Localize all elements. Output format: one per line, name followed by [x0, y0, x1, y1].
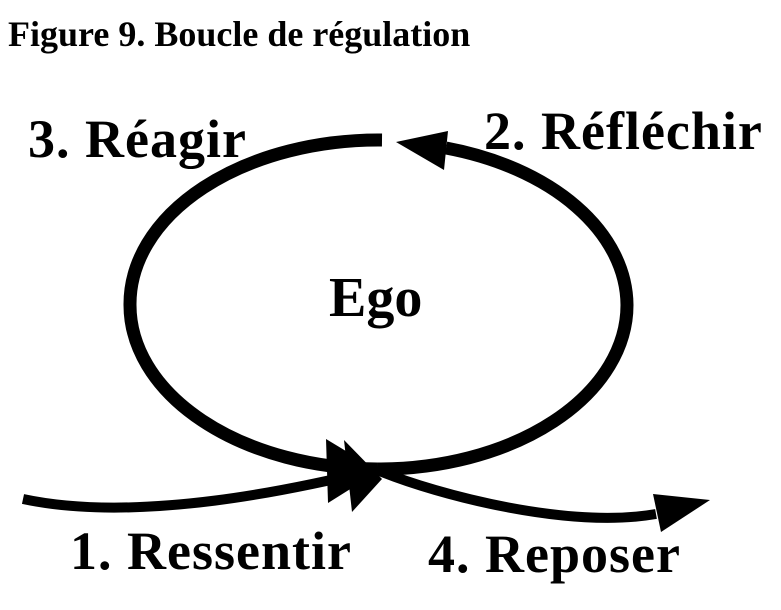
center-label-ego: Ego — [329, 267, 423, 329]
loop-arc-right — [376, 141, 634, 476]
figure-caption: Figure 9. Boucle de régulation — [8, 14, 471, 54]
step-label-reflechir: 2. Réfléchir — [484, 101, 763, 161]
arrowhead-crossing-lower-icon — [344, 440, 382, 512]
step-label-ressentir: 1. Ressentir — [70, 521, 352, 581]
arrow-curve-ressentir — [21, 465, 376, 513]
arrow-curve-reposer — [375, 465, 657, 523]
step-label-reposer: 4. Reposer — [428, 524, 681, 584]
arrowhead-top-icon — [396, 131, 448, 170]
step-label-reagir: 3. Réagir — [28, 109, 247, 169]
arrowhead-reposer-icon — [653, 494, 710, 532]
loop-arc-left — [123, 133, 383, 476]
